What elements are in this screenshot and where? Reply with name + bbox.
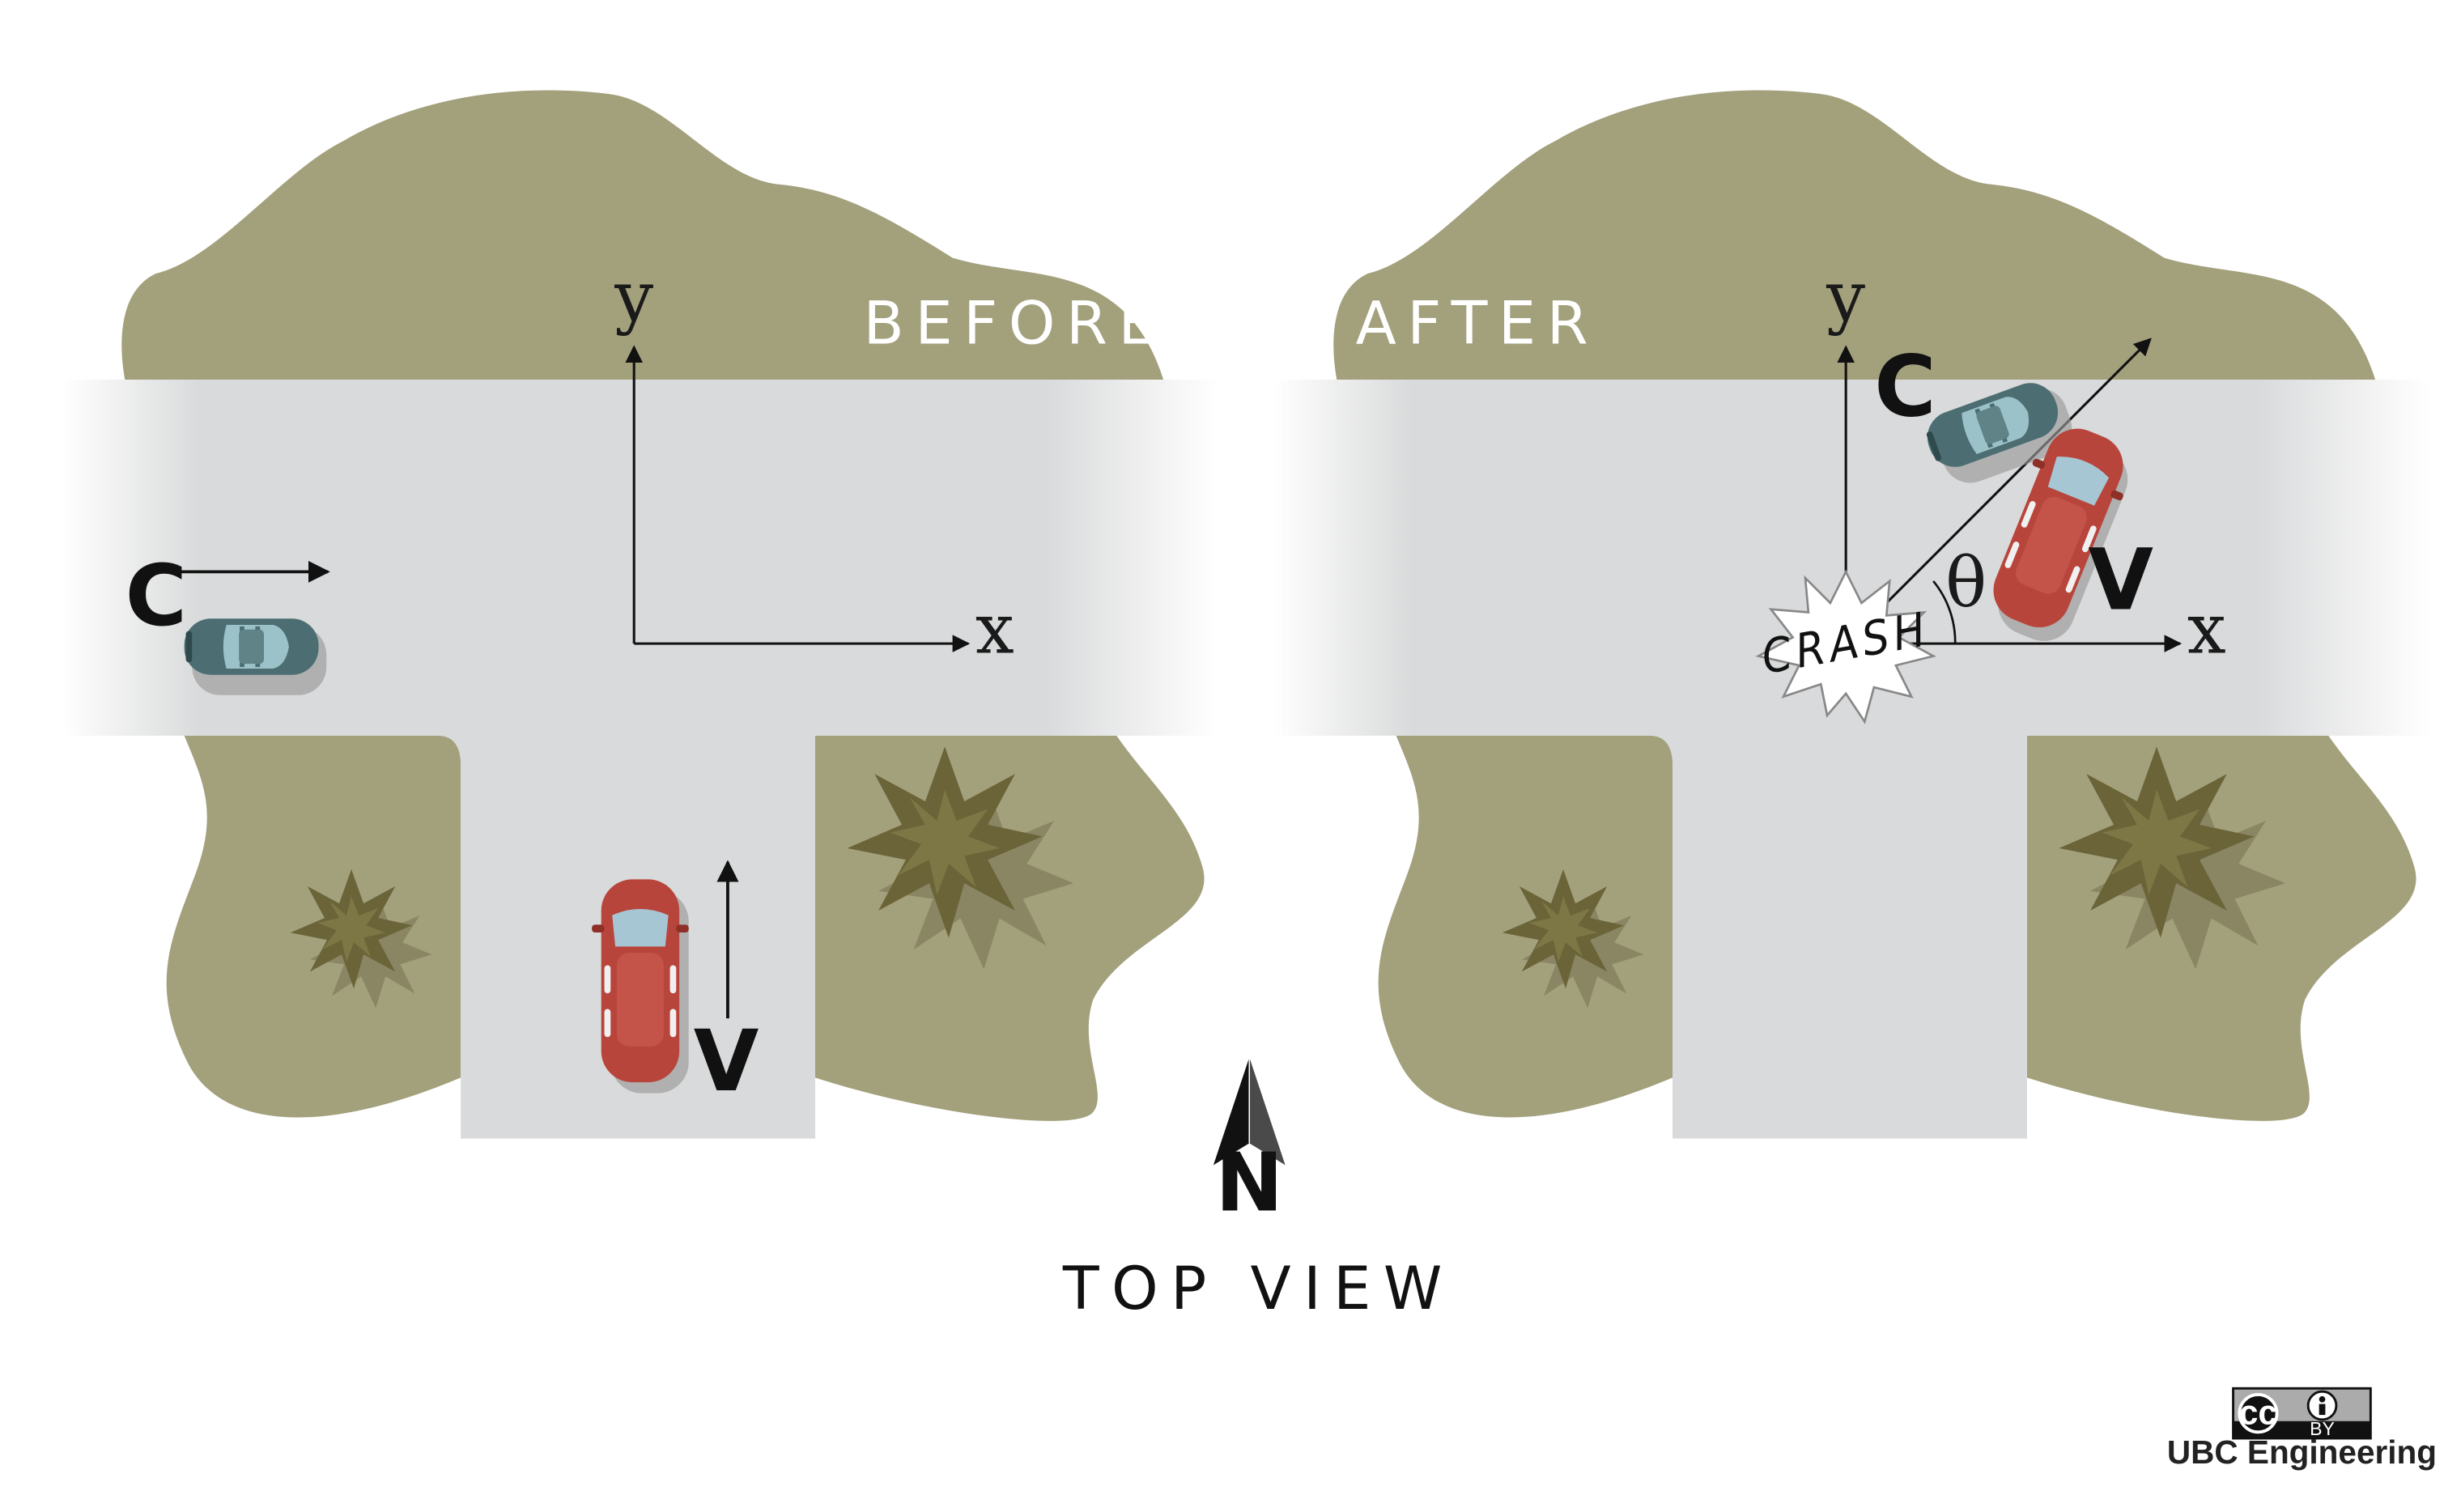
after-panel: AFTER y x θ C V CRASH	[1274, 91, 2430, 1139]
cc-icon	[2238, 1393, 2279, 1434]
van-v-label: V	[694, 1012, 759, 1111]
van-v-icon	[592, 879, 689, 1094]
view-caption: TOP VIEW	[1062, 1255, 1455, 1323]
cc-license-badge: cc BY	[2232, 1387, 2372, 1440]
before-y-label: y	[614, 257, 653, 338]
north-arrow-icon	[1213, 1057, 1286, 1166]
angle-arc	[1932, 580, 1957, 644]
credit-author: UBC Engineering	[2167, 1433, 2437, 1471]
car-c-icon	[185, 618, 327, 695]
after-y-label: y	[1826, 257, 1865, 338]
car-c-label-after: C	[1874, 337, 1936, 435]
cc-text: cc	[2239, 1394, 2277, 1432]
before-x-label: x	[975, 590, 1014, 670]
before-title: BEFORE	[864, 290, 1167, 359]
by-text: BY	[2310, 1418, 2335, 1439]
car-c-label: C	[125, 546, 187, 645]
before-panel: BEFORE y x C V	[62, 91, 1218, 1139]
angle-theta-label: θ	[1945, 543, 1987, 623]
after-title: AFTER	[1356, 290, 1600, 359]
after-x-label: x	[2187, 590, 2226, 670]
resultant-velocity-arrow	[1845, 338, 2152, 645]
north-label: N	[1215, 1135, 1283, 1230]
van-v-label-after: V	[2088, 531, 2153, 630]
